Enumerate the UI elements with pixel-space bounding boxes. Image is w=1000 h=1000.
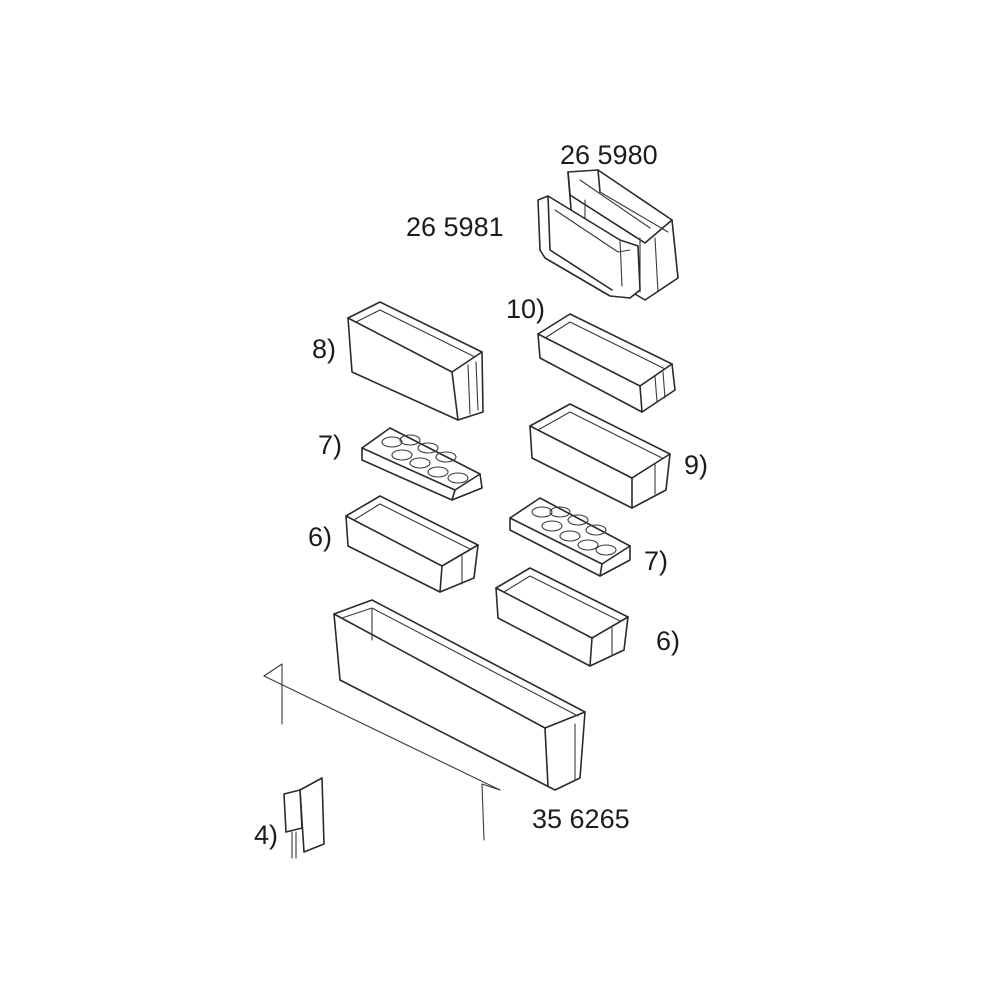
label-4: 4): [254, 820, 279, 850]
bottle-shelf-356265: [333, 599, 586, 791]
label-26-5980: 26 5980: [560, 140, 658, 170]
door-frame-outline: [263, 663, 501, 841]
part-265981-cover: [537, 195, 641, 299]
shelf-8: [347, 301, 484, 421]
shelf-6-right: [495, 567, 629, 667]
label-9: 9): [684, 450, 709, 480]
label-6-left: 6): [308, 522, 333, 552]
egg-tray-7-right: [509, 497, 631, 577]
label-26-5981: 26 5981: [406, 212, 504, 242]
label-8: 8): [312, 334, 337, 364]
label-7-right: 7): [644, 546, 669, 576]
egg-tray-7-left: [361, 427, 483, 501]
shelf-9: [529, 403, 671, 509]
shelf-6-left: [345, 495, 479, 593]
label-35-6265: 35 6265: [532, 804, 630, 834]
label-6-right: 6): [656, 626, 681, 656]
label-10: 10): [506, 294, 546, 324]
shelf-10: [537, 313, 676, 413]
label-7-left: 7): [318, 430, 343, 460]
hinge-part-4: [283, 777, 325, 859]
